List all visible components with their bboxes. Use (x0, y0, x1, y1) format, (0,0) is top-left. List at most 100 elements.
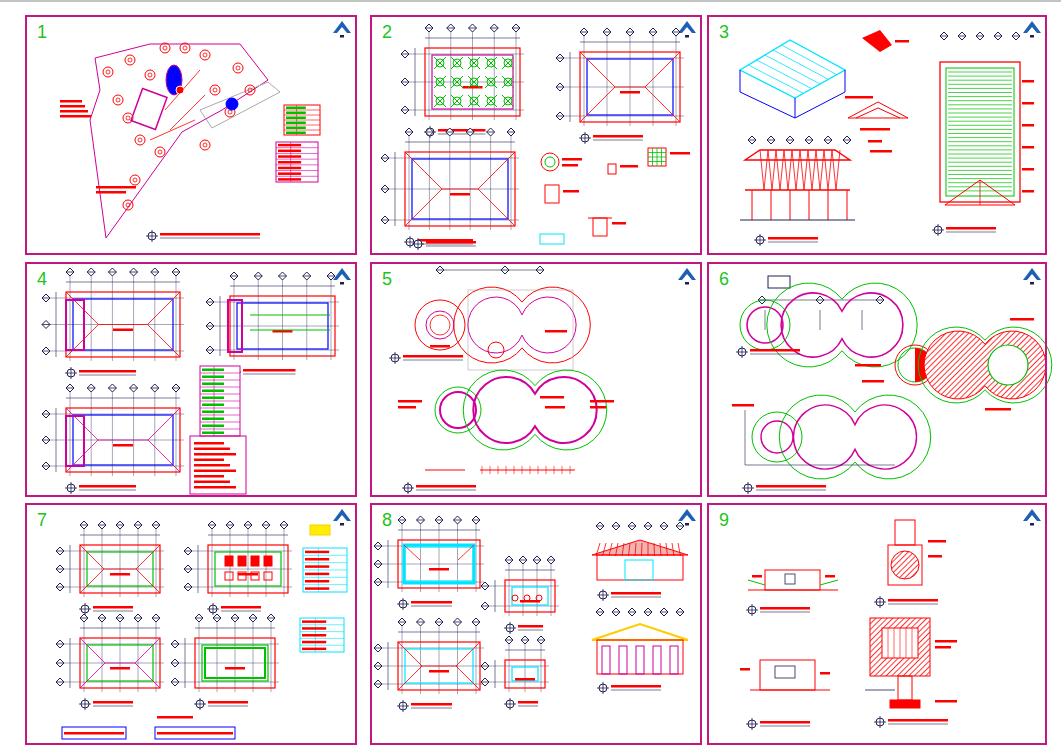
grid-bubble (66, 384, 74, 392)
line (284, 120, 320, 121)
line (489, 606, 559, 607)
sheet-panel: 3 (707, 15, 1047, 255)
grid-bubble (172, 384, 180, 392)
outline (540, 234, 564, 244)
line (648, 157, 666, 158)
line (405, 132, 413, 133)
line (585, 132, 586, 144)
line (792, 150, 796, 190)
line (300, 631, 344, 632)
note-mark (194, 459, 224, 462)
outline (202, 645, 268, 681)
grid-bubble (466, 128, 474, 136)
north-arrow (1023, 268, 1041, 280)
line (80, 535, 160, 536)
line (112, 276, 113, 361)
sheet-number: 5 (382, 270, 392, 288)
note-mark (895, 40, 909, 43)
line (648, 161, 666, 162)
note-mark (545, 406, 565, 409)
grid-bubble (672, 28, 680, 36)
line (133, 276, 134, 361)
line (176, 392, 177, 476)
line (948, 133, 1012, 134)
note-mark (96, 186, 136, 189)
grid-bubble (171, 640, 179, 648)
line (200, 394, 240, 395)
pool-outline (454, 287, 591, 363)
line (185, 638, 186, 688)
line (772, 150, 776, 190)
line (489, 682, 549, 683)
line (213, 603, 214, 615)
outline (404, 545, 474, 583)
line (948, 154, 1012, 155)
sheet-5 (678, 268, 696, 285)
line (446, 132, 454, 133)
outline (580, 52, 680, 122)
grid-bubble (374, 680, 382, 688)
line (489, 666, 549, 667)
grid-bubble (469, 24, 477, 32)
line (740, 220, 855, 221)
line (505, 650, 545, 651)
line (502, 76, 514, 88)
line (254, 276, 262, 277)
pool-outline (918, 327, 1052, 403)
line (438, 134, 486, 135)
line (93, 611, 133, 612)
note-mark (411, 703, 452, 706)
outline (405, 649, 473, 683)
line (79, 375, 136, 376)
note-mark (194, 448, 230, 451)
line (276, 164, 318, 165)
line (150, 120, 195, 140)
circle (163, 46, 167, 50)
line (458, 545, 474, 560)
line (795, 92, 845, 118)
line (148, 408, 180, 440)
grid-bubble (603, 28, 611, 36)
sheet-2 (678, 21, 696, 38)
circle (524, 595, 530, 601)
line (888, 628, 889, 658)
line (948, 96, 1012, 97)
sheet-number: 8 (382, 511, 392, 529)
outline (80, 545, 160, 593)
note-mark (110, 667, 130, 670)
circle (747, 307, 783, 343)
line (554, 466, 555, 474)
line (748, 482, 749, 494)
note-mark (278, 161, 301, 164)
grid-bubble (649, 28, 657, 36)
note-mark (286, 107, 306, 110)
grid-bubble (56, 678, 64, 686)
line (485, 57, 497, 69)
circle (200, 50, 210, 60)
line (409, 110, 524, 111)
line (152, 618, 160, 619)
line (56, 569, 64, 570)
line (192, 587, 292, 588)
line (327, 276, 335, 277)
grid-bubble (374, 560, 382, 568)
line (940, 36, 948, 37)
line (401, 54, 409, 55)
line (507, 132, 515, 133)
line (958, 36, 966, 37)
grid-bubble (536, 266, 544, 274)
line (42, 351, 50, 352)
grid-bubble (626, 28, 634, 36)
line (795, 98, 796, 118)
outline (264, 556, 272, 566)
grid-bubble (213, 614, 221, 622)
line (395, 352, 396, 364)
line (276, 147, 318, 148)
line (417, 622, 425, 623)
circle (988, 345, 1028, 385)
north-arrow (337, 274, 347, 280)
line (279, 276, 287, 277)
outline (310, 525, 330, 535)
line (206, 350, 214, 351)
line (865, 690, 895, 691)
